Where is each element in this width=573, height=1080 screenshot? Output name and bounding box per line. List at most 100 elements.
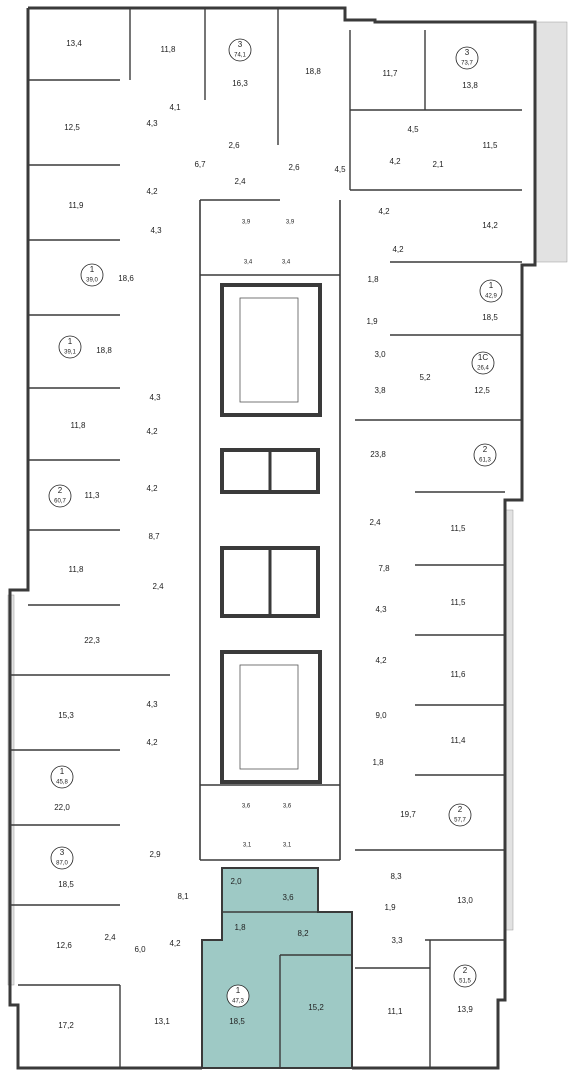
- room-area: 19,7: [400, 810, 416, 819]
- room-area: 18,8: [305, 67, 321, 76]
- apartment-badge[interactable]: 1С 26,4: [471, 351, 495, 375]
- apartment-rooms: 2: [463, 966, 468, 975]
- apartment-rooms: 3: [238, 40, 243, 49]
- apartment-total-area: 87,0: [56, 861, 68, 867]
- room-area: 4,2: [146, 738, 158, 747]
- room-area: 4,3: [146, 700, 158, 709]
- room-area: 2,9: [149, 850, 161, 859]
- room-area: 18,8: [96, 346, 112, 355]
- room-area: 6,0: [134, 945, 146, 954]
- highlighted-apartment[interactable]: [201, 867, 353, 1069]
- room-area: 13,4: [66, 39, 82, 48]
- apartment-total-area: 39,1: [64, 350, 76, 356]
- room-area: 17,2: [58, 1021, 74, 1030]
- outer-walls: [8, 6, 537, 1070]
- room-area: 3,4: [244, 260, 253, 266]
- room-area: 1,8: [234, 923, 246, 932]
- apartment-rooms: 1: [68, 337, 73, 346]
- apartment-total-area: 57,7: [454, 818, 466, 824]
- room-area: 15,2: [308, 1003, 324, 1012]
- apartment-badge[interactable]: 3 73,7: [455, 46, 479, 70]
- apartment-total-area: 45,8: [56, 780, 68, 786]
- room-area: 2,4: [104, 933, 116, 942]
- apartment-badge[interactable]: 3 87,0: [50, 846, 74, 870]
- room-area: 16,3: [232, 79, 248, 88]
- room-area: 8,1: [177, 892, 189, 901]
- room-area: 3,8: [374, 386, 386, 395]
- room-area: 4,3: [150, 226, 162, 235]
- apartment-badge[interactable]: 1 45,8: [50, 765, 74, 789]
- apartment-total-area: 39,0: [86, 278, 98, 284]
- room-area: 11,3: [85, 491, 101, 500]
- room-area: 4,2: [378, 207, 390, 216]
- room-area: 23,8: [370, 450, 386, 459]
- room-area: 4,5: [407, 125, 419, 134]
- apartment-badge[interactable]: 1 47,3: [226, 984, 250, 1008]
- room-area: 11,8: [161, 45, 177, 54]
- room-area: 3,6: [283, 804, 292, 810]
- apartment-total-area: 42,9: [485, 294, 497, 300]
- room-area: 13,8: [462, 81, 478, 90]
- room-area: 2,6: [228, 141, 240, 150]
- room-area: 11,8: [71, 421, 87, 430]
- room-area: 3,3: [391, 936, 403, 945]
- room-area: 1,9: [384, 903, 396, 912]
- room-area: 4,1: [169, 103, 181, 112]
- room-area: 18,5: [58, 880, 74, 889]
- room-area: 15,3: [58, 711, 74, 720]
- room-area: 8,3: [390, 872, 402, 881]
- room-area: 4,2: [146, 427, 158, 436]
- apartment-rooms: 1: [236, 986, 241, 995]
- room-area: 1,9: [366, 317, 378, 326]
- area-labels: 13,4 11,8 16,3 18,8 11,7 13,8 4,1 12,5 4…: [54, 39, 498, 1030]
- room-area: 3,1: [283, 843, 292, 849]
- apartment-rooms: 1: [489, 281, 494, 290]
- room-area: 18,5: [229, 1017, 245, 1026]
- room-area: 4,3: [149, 393, 161, 402]
- room-area: 4,3: [146, 119, 158, 128]
- room-area: 11,9: [69, 201, 85, 210]
- room-area: 6,7: [194, 160, 206, 169]
- apartment-rooms: 2: [483, 445, 488, 454]
- apartment-badge[interactable]: 2 61,3: [473, 443, 497, 467]
- apartment-badge[interactable]: 2 60,7: [48, 484, 72, 508]
- apartment-badge[interactable]: 2 57,7: [448, 803, 472, 827]
- room-area: 4,2: [146, 484, 158, 493]
- apartment-rooms: 2: [58, 486, 63, 495]
- room-area: 11,5: [451, 598, 467, 607]
- apartment-badge[interactable]: 2 51,5: [453, 964, 477, 988]
- room-area: 2,6: [288, 163, 300, 172]
- room-area: 4,2: [392, 245, 404, 254]
- room-area: 4,2: [146, 187, 158, 196]
- apartment-badge[interactable]: 1 39,0: [80, 263, 104, 287]
- room-area: 3,1: [243, 843, 252, 849]
- apartment-total-area: 47,3: [232, 999, 244, 1005]
- room-area: 3,9: [286, 220, 295, 226]
- room-area: 11,4: [451, 736, 467, 745]
- room-area: 22,0: [54, 803, 70, 812]
- room-area: 1,8: [372, 758, 384, 767]
- room-area: 7,8: [378, 564, 390, 573]
- apartment-badge[interactable]: 1 39,1: [58, 335, 82, 359]
- apartment-rooms: 1: [90, 265, 95, 274]
- apartment-badge[interactable]: 3 74,1: [228, 38, 252, 62]
- room-area: 2,0: [230, 877, 242, 886]
- apartment-rooms: 3: [60, 848, 65, 857]
- room-area: 3,9: [242, 220, 251, 226]
- room-area: 8,7: [148, 532, 160, 541]
- apartment-rooms: 3: [465, 48, 470, 57]
- apartment-badge[interactable]: 1 42,9: [479, 279, 503, 303]
- room-area: 14,2: [482, 221, 498, 230]
- apartment-total-area: 61,3: [479, 458, 491, 464]
- apartment-rooms: 2: [458, 805, 463, 814]
- room-area: 4,2: [375, 656, 387, 665]
- room-area: 18,6: [118, 274, 134, 283]
- room-area: 5,2: [419, 373, 431, 382]
- room-area: 11,5: [483, 141, 499, 150]
- room-area: 2,1: [432, 160, 444, 169]
- apartment-total-area: 60,7: [54, 499, 66, 505]
- apartment-total-area: 74,1: [234, 53, 246, 59]
- apartment-total-area: 73,7: [461, 61, 473, 67]
- apartment-badges: 3 74,1 3 73,7 1 39,0 1 42,9 1 39,1 1С 26…: [48, 38, 503, 1008]
- room-area: 11,1: [388, 1007, 404, 1016]
